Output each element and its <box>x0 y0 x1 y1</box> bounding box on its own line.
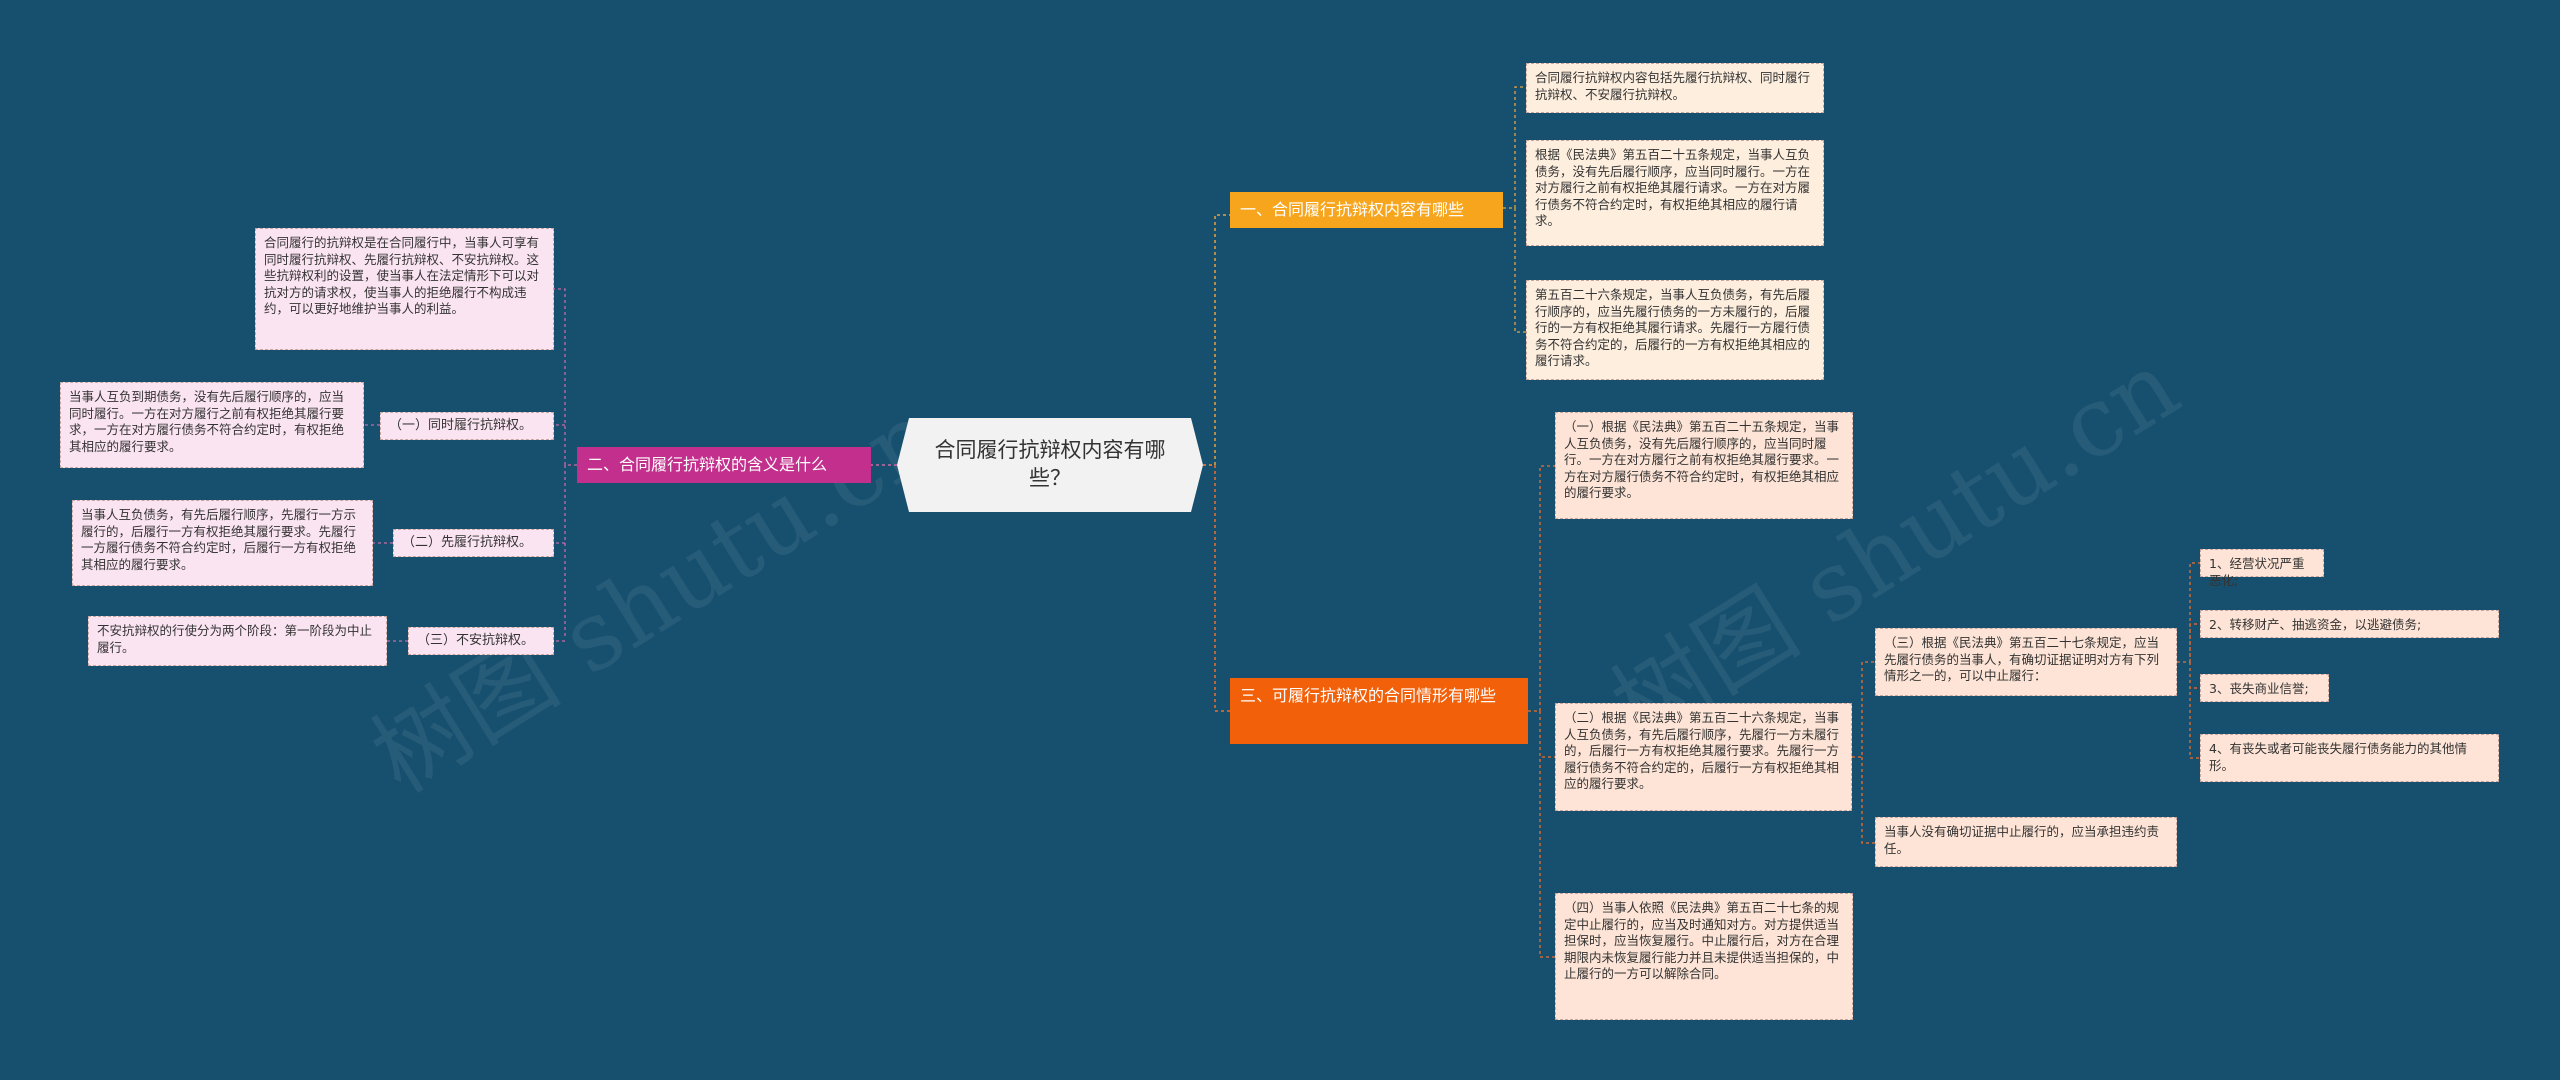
central-topic-label: 合同履行抗辩权内容有哪些？ <box>934 438 1166 490</box>
central-topic[interactable]: 合同履行抗辩权内容有哪些？ <box>897 418 1203 512</box>
leaf-insecurity-detail[interactable]: 不安抗辩权的行使分为两个阶段：第一阶段为中止履行。 <box>88 616 387 666</box>
leaf-situation-3-note[interactable]: 当事人没有确切证据中止履行的，应当承担违约责任。 <box>1875 817 2177 867</box>
leaf-situation-3[interactable]: （三）根据《民法典》第五百二十七条规定，应当先履行债务的当事人，有确切证据证明对… <box>1875 628 2177 696</box>
leaf-article-525[interactable]: 根据《民法典》第五百二十五条规定，当事人互负债务，没有先后履行顺序，应当同时履行… <box>1526 140 1824 246</box>
leaf-prior-performance-detail[interactable]: 当事人互负债务，有先后履行顺序，先履行一方示履行的，后履行一方有权拒绝其履行要求… <box>72 500 373 586</box>
sub-insecurity[interactable]: （三）不安抗辩权。 <box>408 627 554 655</box>
situation-3-item-4[interactable]: 4、有丧失或者可能丧失履行债务能力的其他情形。 <box>2200 734 2499 782</box>
leaf-article-526[interactable]: 第五百二十六条规定，当事人互负债务，有先后履行顺序的，应当先履行债务的一方未履行… <box>1526 280 1824 380</box>
leaf-contents-summary[interactable]: 合同履行抗辩权内容包括先履行抗辩权、同时履行抗辩权、不安履行抗辩权。 <box>1526 63 1824 113</box>
leaf-simultaneous-detail[interactable]: 当事人互负到期债务，没有先后履行顺序的，应当同时履行。一方在对方履行之前有权拒绝… <box>60 382 364 468</box>
leaf-situation-4[interactable]: （四）当事人依照《民法典》第五百二十七条的规定中止履行的，应当及时通知对方。对方… <box>1555 893 1853 1020</box>
branch-contents[interactable]: 一、合同履行抗辩权内容有哪些 <box>1230 192 1503 228</box>
branch-situations-label: 三、可履行抗辩权的合同情形有哪些 <box>1240 686 1497 705</box>
branch-situations[interactable]: 三、可履行抗辩权的合同情形有哪些 <box>1230 678 1528 744</box>
situation-3-item-3[interactable]: 3、丧失商业信誉; <box>2200 674 2329 702</box>
branch-meaning-label: 二、合同履行抗辩权的含义是什么 <box>587 455 828 474</box>
situation-3-item-2[interactable]: 2、转移财产、抽逃资金，以逃避债务; <box>2200 610 2499 638</box>
branch-contents-label: 一、合同履行抗辩权内容有哪些 <box>1240 200 1465 219</box>
leaf-situation-2[interactable]: （二）根据《民法典》第五百二十六条规定，当事人互负债务，有先后履行顺序，先履行一… <box>1555 703 1852 811</box>
sub-prior-performance[interactable]: （二）先履行抗辩权。 <box>393 529 554 557</box>
branch-meaning[interactable]: 二、合同履行抗辩权的含义是什么 <box>577 447 871 483</box>
sub-simultaneous[interactable]: （一）同时履行抗辩权。 <box>380 412 554 440</box>
situation-3-item-1[interactable]: 1、经营状况严重恶化; <box>2200 549 2324 588</box>
leaf-situation-1[interactable]: （一）根据《民法典》第五百二十五条规定，当事人互负债务，没有先后履行顺序的，应当… <box>1555 412 1853 519</box>
leaf-meaning-intro[interactable]: 合同履行的抗辩权是在合同履行中，当事人可享有同时履行抗辩权、先履行抗辩权、不安抗… <box>255 228 554 350</box>
